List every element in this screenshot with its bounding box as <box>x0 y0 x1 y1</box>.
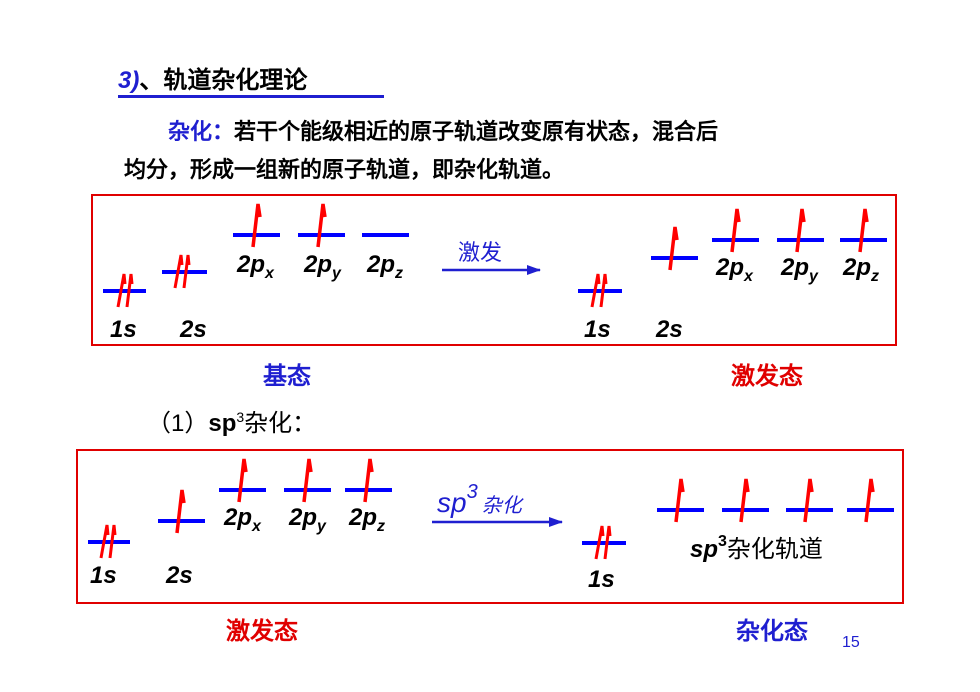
hybridization-label: sp3杂化 <box>437 481 525 518</box>
electron-up-arrow <box>803 478 814 523</box>
sp3-section-heading: （1）sp3杂化： <box>147 409 317 437</box>
label-2pz: 2pz <box>348 504 385 535</box>
excitation-label: 激发 <box>458 240 502 265</box>
label-2py: 2py <box>288 504 327 535</box>
label-2pz: 2pz <box>366 251 403 282</box>
label-2px: 2px <box>223 504 262 535</box>
hybridization-diagram-box <box>76 449 904 604</box>
electron-up-arrow <box>795 208 806 253</box>
electron-up-arrow <box>858 208 869 253</box>
electron-up-arrow <box>674 478 685 523</box>
electron-down-arrow <box>603 525 612 560</box>
electron-up-arrow <box>116 273 127 308</box>
label-2py: 2py <box>780 254 819 285</box>
electron-down-arrow <box>125 273 134 308</box>
electron-up-arrow <box>864 478 875 523</box>
label-2s: 2s <box>165 562 193 589</box>
title-underline <box>118 95 384 98</box>
section-title-text: 轨道杂化理论 <box>163 67 308 94</box>
hybrid-orbital-label: sp3杂化轨道 <box>690 533 823 563</box>
definition-paragraph: 杂化：若干个能级相近的原子轨道改变原有状态，混合后 均分，形成一组新的原子轨道，… <box>124 113 718 189</box>
excitation-diagram-box <box>91 194 897 346</box>
electron-up-arrow <box>363 458 374 503</box>
page-number: 15 <box>842 634 860 651</box>
section-number: 3) <box>118 67 140 94</box>
label-2py: 2py <box>303 251 342 282</box>
label-2pz: 2pz <box>842 254 879 285</box>
electron-up-arrow <box>175 489 186 534</box>
section-separator: 、 <box>139 67 164 94</box>
electron-up-arrow <box>590 273 601 308</box>
excited-state-caption-2: 激发态 <box>226 618 298 645</box>
definition-line-1: 杂化：若干个能级相近的原子轨道改变原有状态，混合后 <box>124 113 718 151</box>
electron-up-arrow <box>316 203 327 248</box>
ground-state-caption: 基态 <box>263 363 311 390</box>
label-2s: 2s <box>655 316 683 343</box>
electron-up-arrow <box>594 525 605 560</box>
electron-down-arrow <box>182 254 191 289</box>
electron-up-arrow <box>251 203 262 248</box>
label-1s: 1s <box>90 562 117 589</box>
definition-term: 杂化： <box>168 119 235 144</box>
label-2px: 2px <box>236 251 275 282</box>
electron-down-arrow <box>599 273 608 308</box>
excited-state-caption: 激发态 <box>731 363 803 390</box>
electron-up-arrow <box>237 458 248 503</box>
label-1s: 1s <box>584 316 611 343</box>
electron-down-arrow <box>108 524 117 559</box>
label-2px: 2px <box>715 254 754 285</box>
electron-up-arrow <box>173 254 184 289</box>
section-title: 3)、轨道杂化理论 <box>118 60 307 95</box>
electron-up-arrow <box>302 458 313 503</box>
hybrid-state-caption: 杂化态 <box>736 618 808 645</box>
label-1s: 1s <box>588 566 615 593</box>
electron-up-arrow <box>739 478 750 523</box>
electron-up-arrow <box>99 524 110 559</box>
label-2s: 2s <box>179 316 207 343</box>
label-1s: 1s <box>110 316 137 343</box>
definition-line-2: 均分，形成一组新的原子轨道，即杂化轨道。 <box>124 157 565 182</box>
electron-up-arrow <box>668 226 679 271</box>
electron-up-arrow <box>730 208 741 253</box>
definition-text-1: 若干个能级相近的原子轨道改变原有状态，混合后 <box>234 119 719 144</box>
